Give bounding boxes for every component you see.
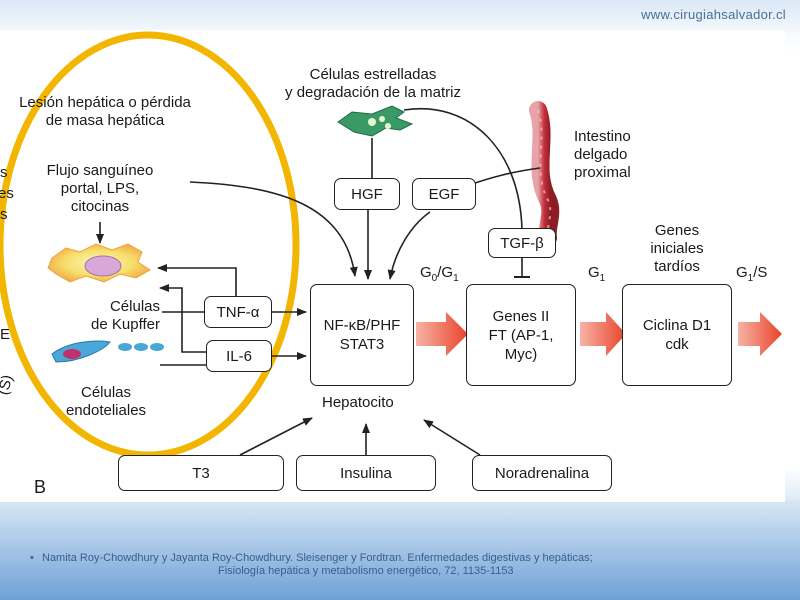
portal-flow-label: Flujo sanguíneo portal, LPS, citocinas: [46, 162, 154, 215]
kupffer-cell-illustration: [47, 243, 151, 283]
kupffer-cells-label: Células de Kupffer: [91, 298, 160, 333]
genes-ii-box: Genes II FT (AP-1, Myc): [466, 284, 576, 386]
process-arrow-3: [738, 312, 782, 356]
slide-bottom-band: [0, 500, 800, 600]
process-arrow-1: [416, 312, 468, 356]
il6-box: IL-6: [206, 340, 272, 372]
hgf-box: HGF: [334, 178, 400, 210]
insulin-box: Insulina: [296, 455, 436, 491]
t3-box: T3: [118, 455, 284, 491]
late-early-genes-label: Genes iniciales tardíos: [650, 222, 704, 275]
process-arrow-2: [580, 312, 626, 356]
egf-box: EGF: [412, 178, 476, 210]
citation-line-2: Fisiología hepática y metabolismo energé…: [218, 565, 514, 577]
left-partial-label: s: [0, 164, 8, 181]
citation-line-1: Namita Roy-Chowdhury y Jayanta Roy-Chowd…: [42, 552, 593, 564]
panel-letter: B: [34, 477, 47, 497]
website-watermark: www.cirugiahsalvador.cl: [641, 7, 786, 22]
tgf-beta-box: TGF-β: [488, 228, 556, 258]
left-partial-label: E: [0, 326, 11, 343]
left-partial-label: s: [0, 206, 8, 223]
intestine-label: Intestino delgado proximal: [574, 128, 631, 181]
endothelial-cell-illustration: [51, 340, 164, 363]
tnf-alpha-box: TNF-α: [204, 296, 272, 328]
slide-top-band: [0, 0, 800, 32]
endothelial-cells-label: Células endoteliales: [65, 384, 147, 419]
stellate-cells-label: Células estrelladas y degradación de la …: [285, 66, 461, 101]
stellate-cell-illustration: [337, 105, 414, 137]
citation-bullet: •: [30, 552, 34, 564]
nfkb-stat3-box: NF-κB/PHF STAT3: [310, 284, 414, 386]
phase-g0-g1-label: G0/G1: [420, 264, 459, 284]
cyclin-d1-box: Ciclina D1 cdk: [622, 284, 732, 386]
phase-g1-label: G1: [588, 264, 606, 284]
left-partial-label: es: [0, 185, 14, 202]
citation: • Namita Roy-Chowdhury y Jayanta Roy-Cho…: [30, 552, 782, 578]
hepatocyte-label: Hepatocito: [322, 394, 394, 411]
noradrenaline-box: Noradrenalina: [472, 455, 612, 491]
phase-g1-s-label: G1/S: [736, 264, 768, 284]
lesion-label: Lesión hepática o pérdida de masa hepáti…: [19, 94, 191, 129]
